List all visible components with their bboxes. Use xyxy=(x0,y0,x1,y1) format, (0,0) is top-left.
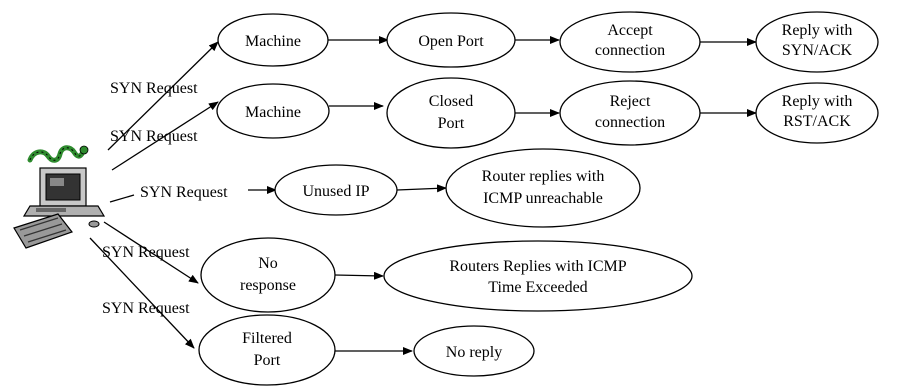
node-label-line1: Routers Replies with ICMP xyxy=(449,258,626,275)
node-label-line1: Reply with xyxy=(782,93,853,110)
node-label-line2: SYN/ACK xyxy=(782,42,853,59)
node-no-reply: No reply xyxy=(413,325,535,377)
node-router-unreachable: Router replies with ICMP unreachable xyxy=(445,148,641,228)
edge-noresp-router xyxy=(334,271,384,280)
node-label-line2: Time Exceeded xyxy=(488,279,587,296)
syn-request-label-4: SYN Request xyxy=(102,244,190,261)
edge-unused-router xyxy=(396,184,447,193)
node-label-line2: Port xyxy=(254,352,281,369)
node-reply-synack: Reply with SYN/ACK xyxy=(755,11,879,73)
node-label-line2: connection xyxy=(595,42,665,59)
node-unused-ip: Unused IP xyxy=(274,164,398,216)
edge-syn-4 xyxy=(103,221,199,284)
edge-syn-5 xyxy=(89,237,195,349)
node-open-port: Open Port xyxy=(386,12,516,68)
node-accept-connection: Accept connection xyxy=(559,11,701,73)
node-label-line1: No xyxy=(258,255,278,272)
node-filtered-port: Filtered Port xyxy=(198,314,336,386)
node-label-line1: Closed xyxy=(429,93,473,110)
syn-request-label-1: SYN Request xyxy=(110,80,198,97)
node-label: Unused IP xyxy=(302,183,369,200)
syn-request-label-3: SYN Request xyxy=(140,184,228,201)
node-label-line1: Reject xyxy=(610,93,651,110)
edge-syn-3a xyxy=(109,194,135,203)
node-label: No reply xyxy=(446,344,502,361)
syn-request-label-5: SYN Request xyxy=(102,300,190,317)
node-label-line1: Accept xyxy=(607,22,653,39)
edge-syn-2 xyxy=(111,101,219,171)
node-closed-port: Closed Port xyxy=(386,77,516,149)
node-machine-closed: Machine xyxy=(216,83,330,139)
node-label: Machine xyxy=(245,104,301,121)
node-reject-connection: Reject connection xyxy=(559,80,701,146)
computer-icon xyxy=(13,145,106,249)
node-label: Open Port xyxy=(418,33,484,50)
node-label-line2: connection xyxy=(595,114,665,131)
edge-syn-1 xyxy=(107,41,219,151)
node-reply-rstack: Reply with RST/ACK xyxy=(755,82,879,144)
node-label-line1: Router replies with xyxy=(482,168,605,185)
node-label-line1: Reply with xyxy=(782,22,853,39)
node-label-line2: response xyxy=(240,277,296,294)
node-no-response: No response xyxy=(200,237,336,313)
node-label-line2: ICMP unreachable xyxy=(483,190,603,207)
syn-request-label-2: SYN Request xyxy=(110,128,198,145)
node-label-line2: Port xyxy=(438,115,465,132)
node-label: Machine xyxy=(245,33,301,50)
node-label-line1: Filtered xyxy=(242,330,292,347)
node-router-time-exceeded: Routers Replies with ICMP Time Exceeded xyxy=(383,240,693,312)
node-machine-open: Machine xyxy=(217,13,329,67)
node-label-line2: RST/ACK xyxy=(783,113,851,130)
